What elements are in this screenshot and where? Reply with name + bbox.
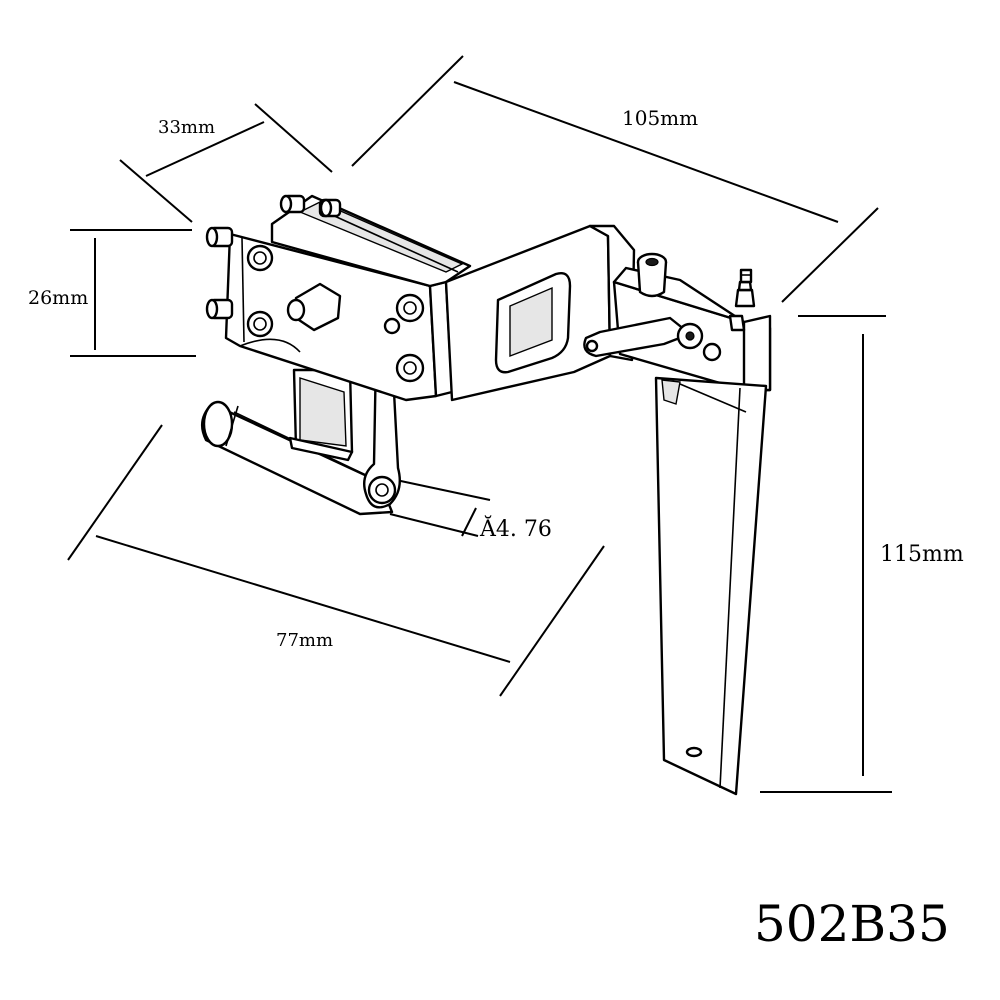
plate-bolt-top-right: [395, 293, 425, 323]
dim-77-label: 77mm: [276, 630, 333, 651]
dim-476-label: Ă4. 76: [479, 515, 552, 542]
dim-476-upper: [395, 479, 491, 501]
ext-105-right: [781, 207, 879, 303]
dim-115-label: 115mm: [880, 542, 964, 567]
link-arm-eye: [367, 475, 397, 505]
ext-33-right: [254, 103, 333, 173]
front-post-foot: [288, 436, 354, 462]
water-fitting-base: [734, 288, 756, 308]
tiller-hub-bolt: [685, 331, 695, 341]
model-code: 502B35: [754, 895, 950, 953]
dim-476-lower: [389, 513, 479, 537]
bracket-window: [509, 286, 553, 358]
front-post-shade: [299, 377, 347, 447]
top-flange-rail: [329, 213, 459, 273]
plate-pin: [383, 317, 401, 335]
rudder-blade-shoulder: [679, 383, 747, 413]
plate-bottom-curve: [239, 338, 301, 353]
rudder-mechanism: [200, 194, 772, 796]
dim-105-line: [453, 81, 839, 223]
link-arm-eye-hole: [375, 483, 389, 497]
dim-33-line: [145, 121, 265, 177]
set-screw: [702, 342, 722, 362]
ext-77-right: [499, 545, 605, 697]
rudder-blade-root: [661, 379, 681, 405]
plate-bolts: [246, 244, 425, 383]
water-fitting-lower: [728, 314, 746, 332]
plate-inner-edge: [241, 237, 245, 343]
dim-476-tick: [461, 507, 477, 537]
rudder-blade-hole: [685, 746, 703, 758]
plate-bolt-top-left: [246, 244, 274, 272]
ext-33-left: [119, 159, 193, 223]
dim-105-label: 105mm: [622, 106, 698, 130]
rudder-blade: [654, 376, 768, 796]
mounting-studs: [205, 194, 342, 320]
water-fitting-nipple: [739, 268, 753, 284]
dim-33-label: 33mm: [158, 117, 215, 138]
center-nut-cap: [286, 298, 306, 322]
ext-77-left: [67, 424, 163, 561]
dim-77-line: [95, 535, 511, 663]
tiller-arm-step: [225, 405, 239, 447]
pivot-head-face: [742, 314, 772, 392]
plate-bolt-bottom-right: [395, 353, 425, 383]
pivot-bolt-shaft: [636, 261, 668, 298]
rudder-blade-edge: [719, 387, 741, 789]
dimension-lines: [67, 55, 892, 793]
pivot-bolt-hole: [645, 257, 659, 267]
plate-bolt-bottom-left: [246, 310, 274, 338]
water-fitting-mid: [737, 280, 753, 292]
dimension-labels: 33mm 105mm 26mm 115mm 77mm Ă4. 76 502B35: [28, 106, 964, 953]
servo-horn-hole: [585, 339, 599, 353]
ext-105-left: [351, 55, 464, 167]
servo-horn: [583, 316, 692, 358]
dim-26-label: 26mm: [28, 287, 88, 309]
